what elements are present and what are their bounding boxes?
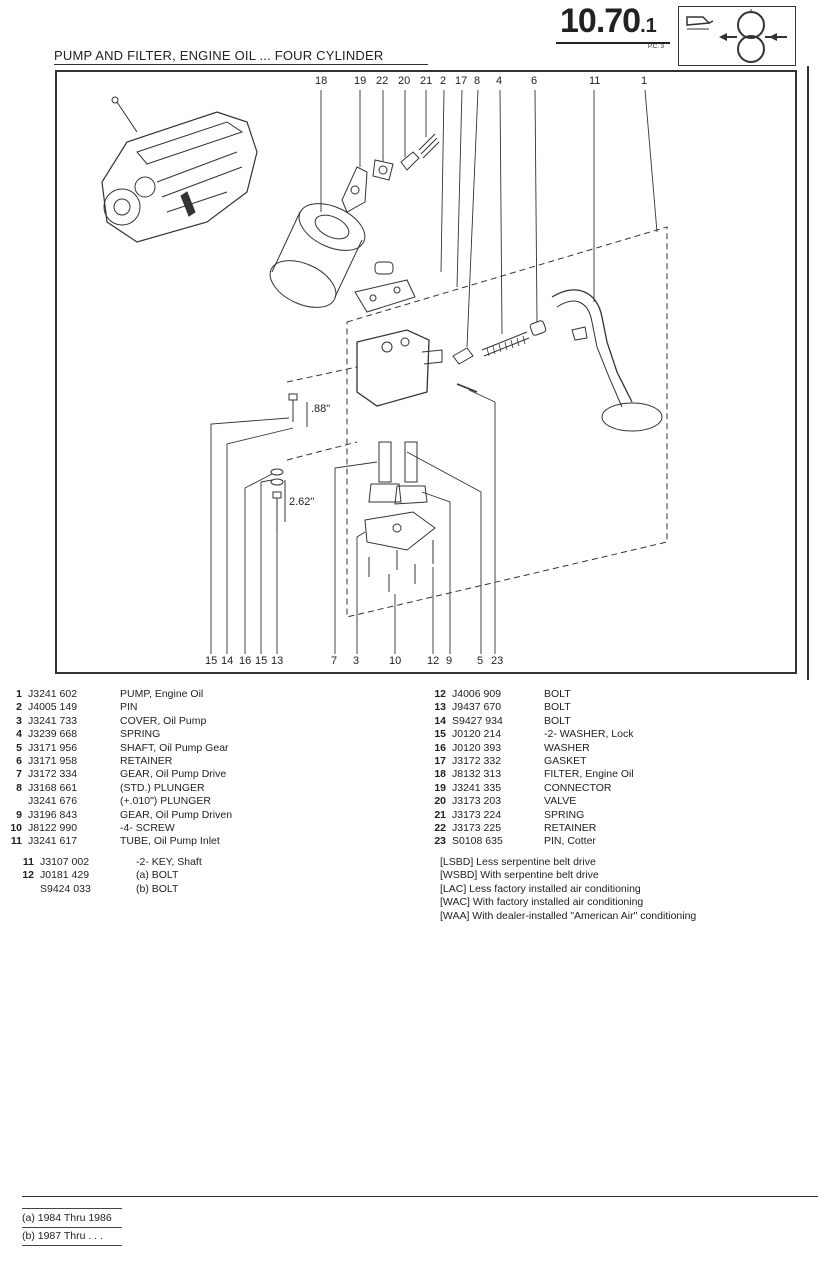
callout-8: 8 <box>474 75 481 87</box>
screws-10 <box>368 540 434 592</box>
callout-18: 18 <box>315 75 328 87</box>
callout-14: 14 <box>221 655 234 667</box>
callout-23: 23 <box>491 655 504 667</box>
callout-19: 19 <box>354 75 367 87</box>
callout-12: 12 <box>427 655 440 667</box>
list-item: S9424 033(b) BOLT <box>40 882 179 895</box>
valve-20 <box>400 151 420 171</box>
spring-21 <box>418 133 440 159</box>
connector-19 <box>341 166 368 213</box>
diagram-svg <box>101 89 668 654</box>
cover-3 <box>364 511 436 551</box>
callout-10: 10 <box>389 655 402 667</box>
callout-16: 16 <box>239 655 252 667</box>
right-margin-rule <box>807 66 809 680</box>
callout-21: 21 <box>420 75 433 87</box>
note-line: [WSBD] With serpentine belt drive <box>440 869 599 882</box>
callout-9: 9 <box>446 655 453 667</box>
callout-1: 1 <box>641 75 648 87</box>
callout-15: 15 <box>205 655 218 667</box>
section-number: 10.70.1 <box>560 2 657 41</box>
footnote-rule <box>22 1227 122 1228</box>
retainer-6 <box>529 320 547 336</box>
callout-22: 22 <box>376 75 389 87</box>
callout-6: 6 <box>531 75 538 87</box>
section-rule <box>556 42 670 44</box>
list-item: J3241 676(+.010") PLUNGER <box>28 795 211 808</box>
abbreviation-notes: [LSBD] Less serpentine belt drive [WSBD]… <box>440 856 696 923</box>
spring-4-coils <box>486 335 526 357</box>
retainer-small <box>374 261 394 275</box>
engine-thumbnail <box>101 96 258 243</box>
footnote-rule <box>22 1245 122 1246</box>
callout-4: 4 <box>496 75 503 87</box>
exploded-diagram: 18 19 22 20 21 2 17 8 4 6 11 1 15 14 16 … <box>55 70 797 674</box>
pump-body-1 <box>356 329 430 407</box>
callout-13: 13 <box>271 655 284 667</box>
plunger-8 <box>452 347 474 365</box>
retainer-22 <box>372 159 394 181</box>
gear-driven-9 <box>394 441 428 505</box>
page-code: P.C. 3 <box>648 44 664 50</box>
tube-inlet-11 <box>551 289 633 403</box>
bolt-upper <box>288 393 298 422</box>
callout-20: 20 <box>398 75 411 87</box>
section-number-sub: .1 <box>640 15 657 37</box>
section-number-main: 10.70 <box>560 2 641 40</box>
dimension-262: 2.62" <box>289 496 315 508</box>
note-line: [LSBD] Less serpentine belt drive <box>440 856 596 868</box>
callout-11: 11 <box>589 75 601 87</box>
callout-3: 3 <box>353 655 360 667</box>
callout-17: 17 <box>455 75 468 87</box>
gear-drive-7 <box>368 441 402 503</box>
callout-5: 5 <box>477 655 484 667</box>
note-line: [WAA] With dealer-installed "American Ai… <box>440 909 697 922</box>
bolt-lower <box>270 468 284 532</box>
callout-2: 2 <box>440 75 447 87</box>
title-rule <box>54 64 428 65</box>
oil-filter-18 <box>269 203 366 308</box>
note-line: [WAC] With factory installed air conditi… <box>440 896 644 909</box>
note-line: [LAC] Less factory installed air conditi… <box>440 882 641 895</box>
gasket-17 <box>354 279 416 313</box>
callout-7: 7 <box>331 655 338 667</box>
footer-rule <box>22 1196 818 1197</box>
oil-pump-icon <box>678 6 796 66</box>
dimension-088: .88" <box>311 403 331 415</box>
footnote-rule <box>22 1208 122 1209</box>
footnote-b: (b) 1987 Thru . . . <box>22 1230 103 1242</box>
page-title: PUMP AND FILTER, ENGINE OIL ... FOUR CYL… <box>54 48 384 63</box>
cotter-pin-23 <box>456 383 478 393</box>
footnote-a: (a) 1984 Thru 1986 <box>22 1212 112 1224</box>
callout-15b: 15 <box>255 655 268 667</box>
